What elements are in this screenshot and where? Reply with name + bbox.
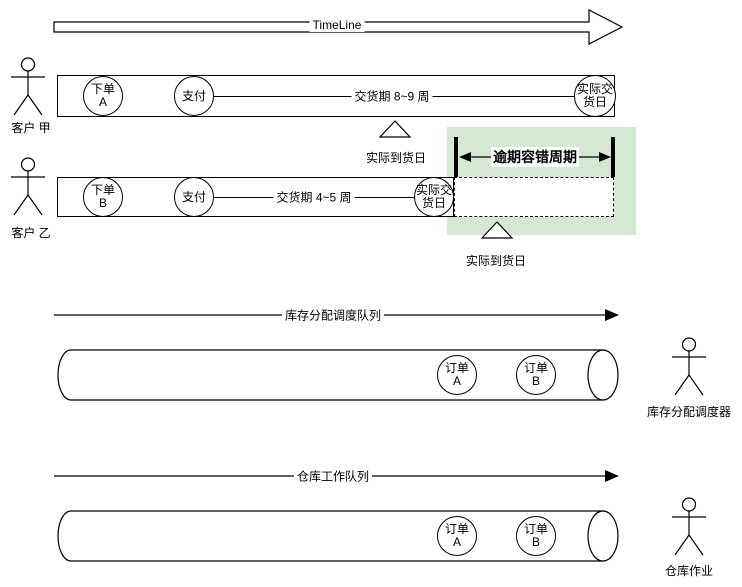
warehouse-ops-label: 仓库作业 [664,564,713,578]
warehouse-order-a-node: 订单 A [437,516,477,556]
tolerance-label: 逾期容错周期 [491,147,579,167]
lane-b-arrival-label: 实际到货日 [465,254,526,268]
lane-b-order-node: 下单 B [83,177,123,217]
timeline-label: TimeLine [309,18,365,32]
lane-a-actual-delivery-node: 实际交 货日 [574,75,616,117]
lane-a-delivery-label: 交货期 8~9 周 [351,87,433,105]
customer-a-label: 客户 甲 [11,121,51,135]
tolerance-right-bar [611,137,615,177]
lane-a-pay-node: 支付 [174,76,214,116]
customer-a-actor-icon [11,57,45,116]
scheduler-label: 库存分配调度器 [646,405,731,419]
lane-b-delivery-label: 交货期 4~5 周 [273,188,355,206]
lane-b-pay-node: 支付 [174,177,214,217]
lane-a-arrival-label: 实际到货日 [365,151,426,165]
lane-b-actual-delivery-node: 实际交 货日 [414,177,454,217]
customer-b-actor-icon [11,157,45,216]
lane-a-order-node: 下单 A [83,76,123,116]
tolerance-dashed-rect [454,177,614,217]
inventory-queue-title: 库存分配调度队列 [281,306,385,324]
lane-a-arrival-triangle-icon [378,120,412,138]
inventory-order-a-node: 订单 A [437,355,477,395]
warehouse-queue-title: 仓库工作队列 [293,467,373,485]
tolerance-left-bar [454,137,458,177]
customer-b-label: 客户 乙 [11,226,51,240]
warehouse-actor-icon [672,497,706,556]
lane-b-arrival-triangle-icon [480,221,514,239]
scheduler-actor-icon [672,337,706,396]
inventory-order-b-node: 订单 B [516,355,556,395]
warehouse-order-b-node: 订单 B [516,516,556,556]
